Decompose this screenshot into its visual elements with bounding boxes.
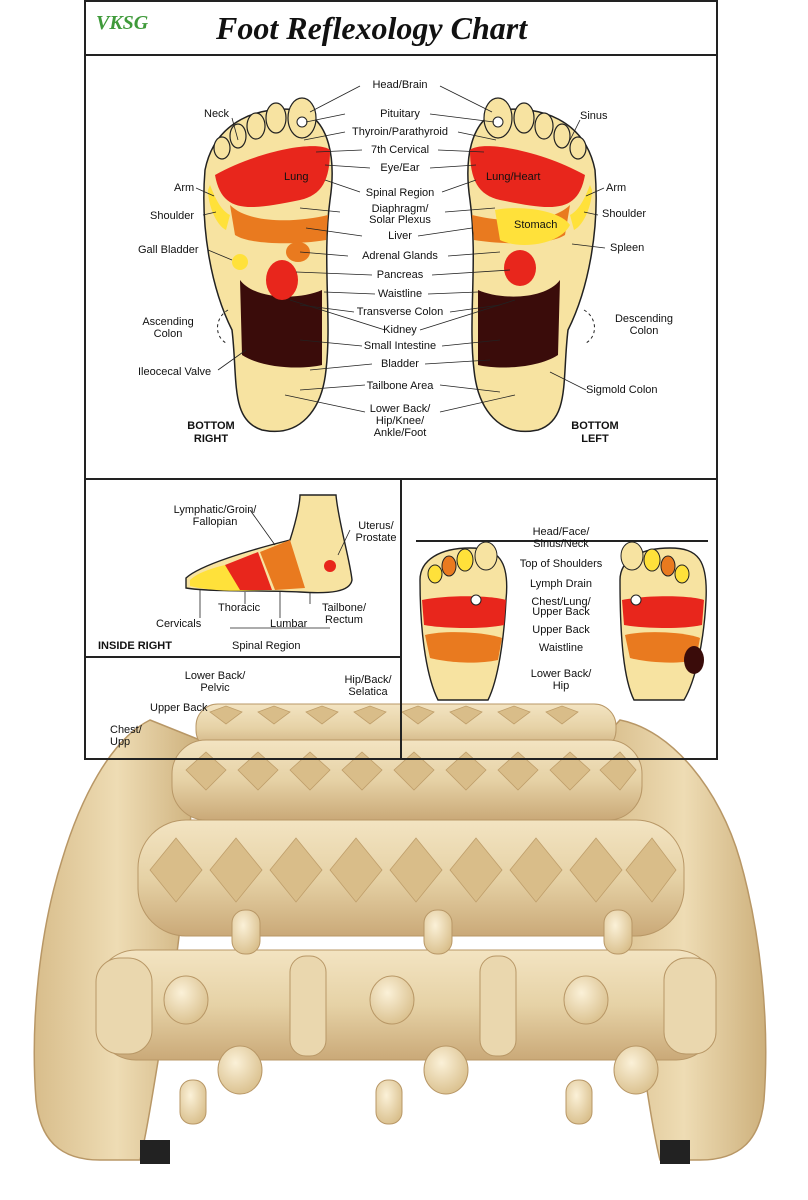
label: LEFT <box>581 433 609 445</box>
label: Selatica <box>348 686 388 698</box>
label: Prostate <box>355 532 397 544</box>
label: Sigmold Colon <box>586 384 658 396</box>
label: RIGHT <box>193 433 229 445</box>
reflexology-chart: VKSG Foot Reflexology Chart <box>84 0 718 760</box>
label: Fallopian <box>192 516 238 528</box>
label: Diaphragm/ <box>371 203 429 215</box>
label: Transverse Colon <box>356 306 444 318</box>
label: Kidney <box>383 324 417 336</box>
label: Bladder <box>381 358 419 370</box>
label: Lymphatic/Groin/ <box>173 504 257 516</box>
inside-right-caption: INSIDE RIGHT <box>98 640 172 652</box>
label: Solar Plexus <box>369 214 431 226</box>
label: Spinal Region <box>232 640 301 652</box>
label: Rectum <box>325 614 363 626</box>
label: Colon <box>629 325 659 337</box>
label: Pituitary <box>380 108 420 120</box>
label: BOTTOM <box>571 420 619 432</box>
label: Chest/ <box>110 724 142 736</box>
label: Colon <box>153 328 183 340</box>
label: Upper Back <box>150 702 208 714</box>
label: Shoulder <box>602 208 647 220</box>
label: Ascending <box>142 316 194 328</box>
label: Spinal Region <box>365 187 435 199</box>
label: Gall Bladder <box>138 244 199 256</box>
label: Top of Shoulders <box>519 558 603 570</box>
label: Pancreas <box>376 269 424 281</box>
label: Liver <box>388 230 412 242</box>
zone-label-lung-heart: Lung/Heart <box>486 171 541 183</box>
label: BOTTOM <box>187 420 235 432</box>
label: Ileocecal Valve <box>138 366 212 378</box>
label: Ankle/Foot <box>373 427 427 439</box>
foot-bottom-left <box>467 97 597 433</box>
label: Adrenal Glands <box>362 250 438 262</box>
label: Descending <box>614 313 674 325</box>
label: Waistline <box>377 288 423 300</box>
feet-top-view <box>419 541 707 701</box>
label: Neck <box>204 108 230 120</box>
label: Sinus <box>580 110 608 122</box>
label: Thoracic <box>218 602 261 614</box>
label: Uterus/ <box>358 520 394 532</box>
label: Lower Back/ <box>530 668 592 680</box>
chart-header: VKSG Foot Reflexology Chart <box>86 2 716 56</box>
label: Eye/Ear <box>380 162 420 174</box>
label: Hip <box>552 680 570 692</box>
label: Arm <box>606 182 627 194</box>
label: Chest/Lung/ <box>531 596 591 608</box>
zone-label-lung: Lung <box>284 171 309 183</box>
label: Head/Face/ <box>532 526 590 538</box>
label: Thyroin/Parathyroid <box>352 126 448 138</box>
label: Tailbone/ <box>321 602 367 614</box>
label: Pelvic <box>200 682 230 694</box>
label: Sinus/Neck <box>533 538 589 550</box>
chart-title: Foot Reflexology Chart <box>216 10 528 46</box>
label: Waistline <box>538 642 584 654</box>
zone-label-stomach: Stomach <box>514 219 558 231</box>
label: Lumbar <box>270 618 308 630</box>
label: Upper Back <box>532 624 590 636</box>
label: Lower Back/ <box>184 670 246 682</box>
wooden-foot-roller <box>33 703 767 1164</box>
label: Lower Back/ <box>369 403 431 415</box>
leader-lines <box>195 85 606 413</box>
label: Shoulder <box>150 210 195 222</box>
label: Hip/Knee/ <box>375 415 425 427</box>
label: Spleen <box>610 242 645 254</box>
foot-bottom-right <box>203 97 333 433</box>
label: Small Intestine <box>363 340 437 352</box>
label: Arm <box>174 182 195 194</box>
divider <box>400 478 402 758</box>
label: Cervicals <box>156 618 202 630</box>
foot-inside-right <box>185 494 353 594</box>
label: 7th Cervical <box>370 144 430 156</box>
label: Tailbone Area <box>366 380 434 392</box>
brand-logo: VKSG <box>96 12 149 34</box>
label: Lymph Drain <box>530 578 592 590</box>
label: Head/Brain <box>372 79 428 91</box>
label: Upper Back <box>532 606 590 618</box>
divider <box>86 656 402 658</box>
label: Hip/Back/ <box>344 674 392 686</box>
label: Upp <box>110 736 131 748</box>
